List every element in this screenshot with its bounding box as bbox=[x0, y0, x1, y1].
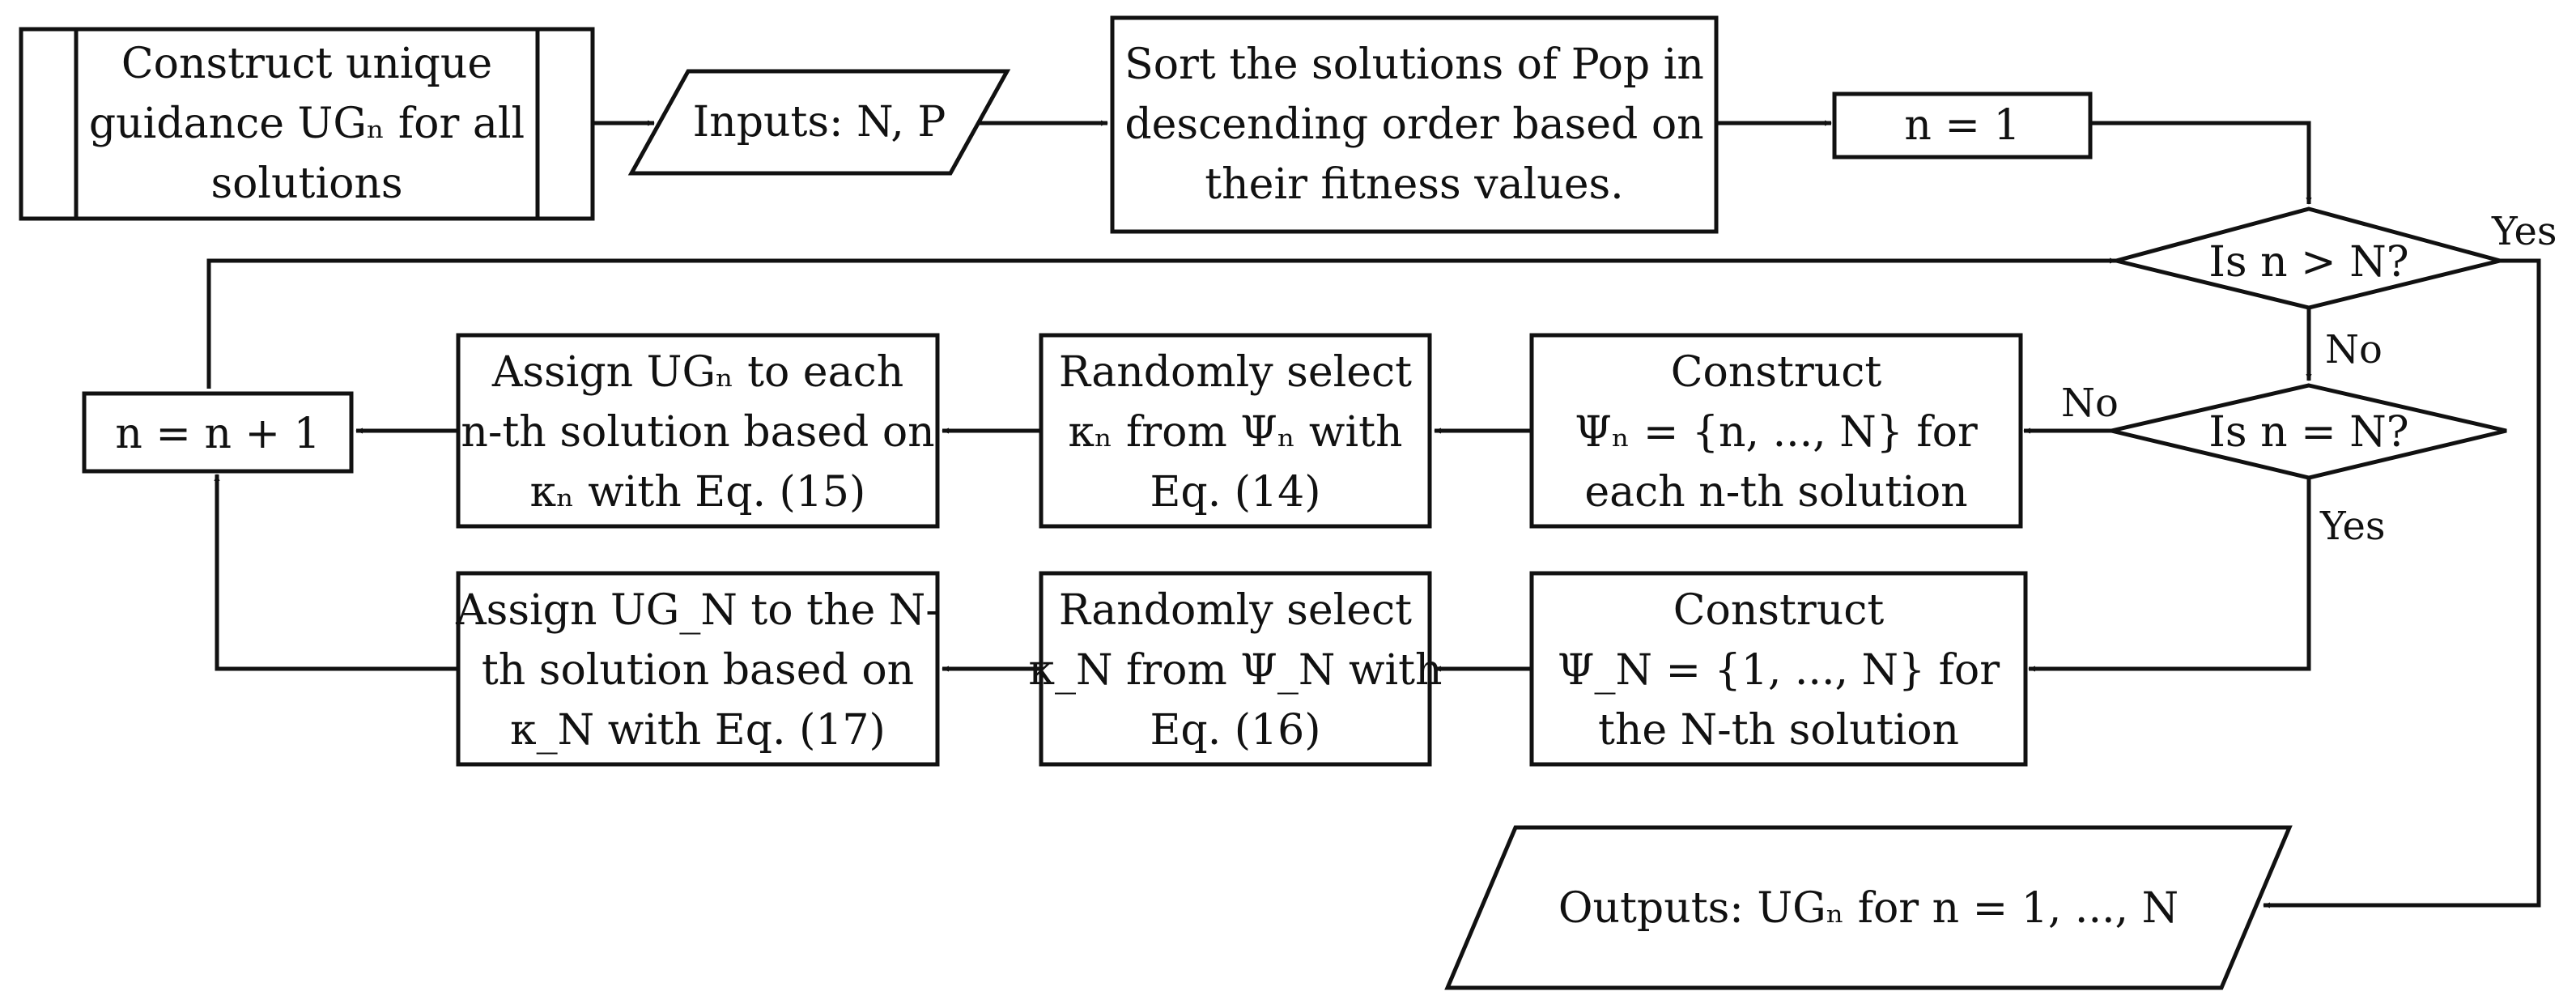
node-decision-eq: Is n = N? bbox=[2111, 383, 2507, 480]
outputs-text: Outputs: UGₙ for n = 1, ..., N bbox=[1558, 884, 2179, 933]
inputs-line: Inputs: N, P bbox=[693, 98, 946, 147]
node-increment: n = n + 1 bbox=[82, 391, 354, 474]
decision-gt-line: Is n > N? bbox=[2208, 238, 2408, 287]
node-assign-ug-N: Assign UG_N to the N-th solution based o… bbox=[455, 571, 940, 767]
select-kappa-n-line: Randomly select bbox=[1059, 348, 1412, 397]
construct-psi-N-line: Construct bbox=[1673, 586, 1885, 635]
node-construct-ug: Construct unique guidance UGₙ for all solu… bbox=[19, 27, 595, 221]
decision-gt-text: Is n > N? bbox=[2208, 238, 2408, 287]
edge-assign-N-to-increment bbox=[214, 474, 458, 671]
assign-ug-n-line: Assign UGₙ to each bbox=[491, 348, 903, 397]
edge-labels: Yes No No Yes bbox=[2061, 209, 2557, 549]
construct-ug-line: solutions bbox=[210, 160, 402, 208]
increment-line: n = n + 1 bbox=[115, 410, 320, 458]
sort-line: Sort the solutions of Pop in bbox=[1124, 40, 1704, 89]
edge-eq-yes-to-construct-psi-N bbox=[2028, 479, 2311, 672]
node-outputs: Outputs: UGₙ for n = 1, ..., N bbox=[1444, 825, 2293, 990]
construct-psi-n-line: each n-th solution bbox=[1584, 468, 1967, 517]
decision-eq-text: Is n = N? bbox=[2208, 408, 2408, 457]
label-eq-no: No bbox=[2061, 381, 2119, 426]
outputs-line: Outputs: UGₙ for n = 1, ..., N bbox=[1558, 884, 2179, 933]
node-inputs: Inputs: N, P bbox=[627, 69, 1011, 176]
label-gt-no: No bbox=[2325, 327, 2383, 372]
construct-psi-N-line: Ψ_N = {1, ..., N} for bbox=[1558, 646, 2000, 695]
edge-increment-loop-to-decision-gt bbox=[206, 257, 2117, 389]
node-construct-psi-n: Construct Ψₙ = {n, ..., N} for each n-th s… bbox=[1529, 333, 2023, 529]
decision-eq-line: Is n = N? bbox=[2208, 408, 2408, 457]
construct-psi-n-text: Construct Ψₙ = {n, ..., N} for each n-th s… bbox=[1575, 348, 1978, 517]
assign-ug-n-line: n-th solution based on bbox=[461, 408, 934, 457]
node-sort: Sort the solutions of Pop in descending o… bbox=[1110, 15, 1719, 234]
sort-text: Sort the solutions of Pop in descending o… bbox=[1124, 40, 1704, 209]
construct-ug-line: guidance UGₙ for all bbox=[89, 100, 525, 148]
construct-ug-line: Construct unique bbox=[121, 40, 492, 88]
assign-ug-N-text: Assign UG_N to the N-th solution based o… bbox=[455, 586, 940, 755]
assign-ug-n-line: κₙ with Eq. (15) bbox=[530, 468, 866, 517]
increment-text: n = n + 1 bbox=[115, 410, 320, 458]
assign-ug-n-text: Assign UGₙ to each n-th solution based on… bbox=[461, 348, 934, 517]
edges bbox=[206, 120, 2541, 908]
assign-ug-N-line: Assign UG_N to the N- bbox=[455, 586, 940, 635]
node-decision-gt: Is n > N? bbox=[2115, 206, 2508, 310]
select-kappa-N-line: Eq. (16) bbox=[1150, 706, 1320, 755]
label-eq-yes: Yes bbox=[2319, 504, 2386, 549]
select-kappa-N-line: Randomly select bbox=[1059, 586, 1412, 635]
sort-line: their fitness values. bbox=[1205, 160, 1623, 209]
construct-psi-n-line: Construct bbox=[1671, 348, 1882, 397]
assign-ug-N-line: th solution based on bbox=[482, 646, 914, 695]
assign-ug-N-line: κ_N with Eq. (17) bbox=[510, 706, 886, 755]
select-kappa-N-line: κ_N from Ψ_N with bbox=[1029, 646, 1443, 695]
construct-psi-N-line: the N-th solution bbox=[1598, 706, 1959, 755]
node-init-n: n = 1 bbox=[1832, 91, 2093, 160]
node-assign-ug-n: Assign UGₙ to each n-th solution based on… bbox=[456, 333, 940, 529]
label-gt-yes: Yes bbox=[2491, 209, 2557, 254]
construct-ug-text: Construct unique guidance UGₙ for all solu… bbox=[89, 40, 525, 208]
init-n-text: n = 1 bbox=[1904, 101, 2020, 150]
init-n-line: n = 1 bbox=[1904, 101, 2020, 150]
sort-line: descending order based on bbox=[1124, 100, 1703, 149]
select-kappa-n-line: Eq. (14) bbox=[1150, 468, 1320, 517]
edge-gt-yes-to-outputs bbox=[2263, 258, 2541, 908]
inputs-text: Inputs: N, P bbox=[693, 98, 946, 147]
construct-psi-n-line: Ψₙ = {n, ..., N} for bbox=[1575, 408, 1978, 457]
edge-init-to-decision-gt bbox=[2090, 121, 2312, 205]
select-kappa-n-line: κₙ from Ψₙ with bbox=[1069, 408, 1403, 457]
